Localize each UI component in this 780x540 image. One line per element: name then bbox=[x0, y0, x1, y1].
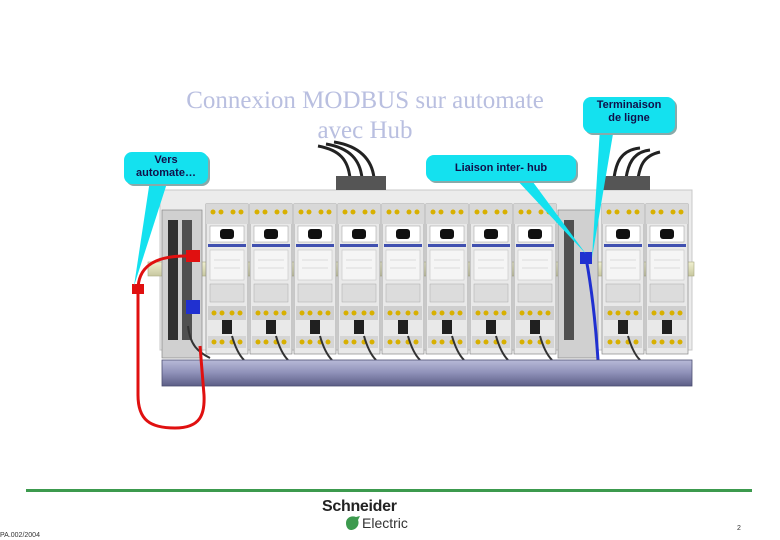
slide-title-line-1: Connexion MODBUS sur automate bbox=[186, 87, 544, 114]
callout-automate-line-1: Vers bbox=[154, 154, 178, 166]
callout-liaison-inter-hub: Liaison inter- hub bbox=[426, 155, 576, 181]
slide-title: Connexion MODBUS sur automate avec Hub bbox=[150, 86, 580, 146]
slide-title-line-2: avec Hub bbox=[317, 117, 413, 144]
callout-vers-automate: Vers automate… bbox=[124, 152, 208, 184]
callout-automate-line-2: automate… bbox=[136, 167, 196, 179]
footer-divider bbox=[26, 489, 752, 492]
callout-terminaison-line-2: de ligne bbox=[608, 112, 650, 124]
callout-terminaison-de-ligne: Terminaison de ligne bbox=[583, 97, 675, 133]
logo-sub: Electric bbox=[362, 515, 408, 531]
document-reference: PA.002/2004 bbox=[0, 532, 40, 539]
callout-terminaison-line-1: Terminaison bbox=[596, 99, 662, 111]
page-number: 2 bbox=[737, 525, 741, 532]
schneider-electric-logo: Schneider Electric bbox=[322, 498, 422, 532]
callout-hub-label: Liaison inter- hub bbox=[454, 162, 548, 174]
logo-name: Schneider bbox=[322, 498, 397, 515]
